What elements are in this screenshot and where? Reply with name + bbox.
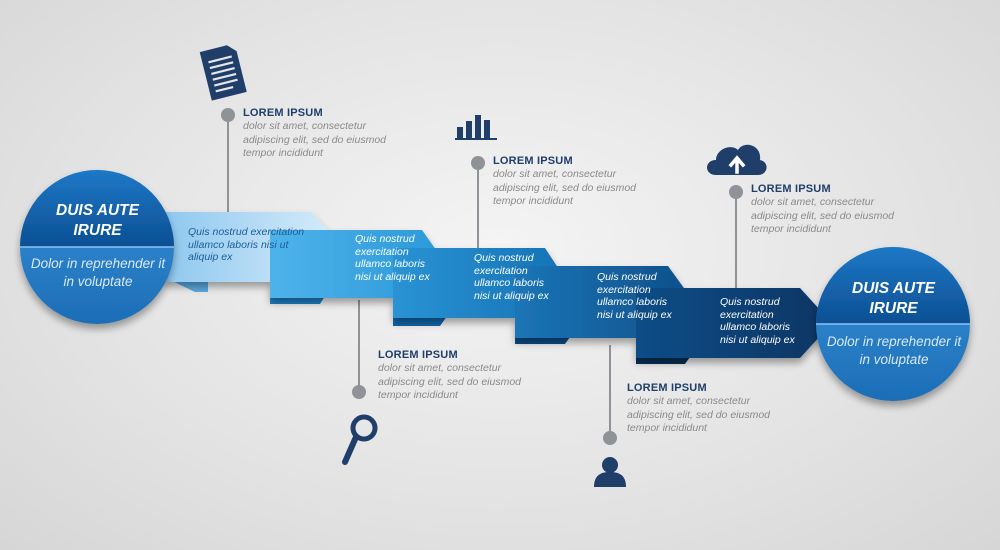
- connector-dot: [471, 156, 485, 170]
- step-5-text: Quis nostrud exercitation ullamco labori…: [720, 296, 795, 346]
- start-circle: [20, 170, 174, 324]
- callout-4-body: dolor sit amet, consectetur adipiscing e…: [378, 362, 522, 401]
- user-icon: [594, 457, 626, 487]
- step-3-text: Quis nostrud exercitation ullamco labori…: [474, 252, 549, 302]
- step-4-text: Quis nostrud exercitation ullamco labori…: [597, 271, 672, 321]
- callout-3-title: LOREM IPSUM: [751, 183, 831, 195]
- search-icon: [342, 414, 378, 465]
- callout-2-title: LOREM IPSUM: [493, 155, 573, 167]
- callout-3-body: dolor sit amet, consectetur adipiscing e…: [751, 196, 895, 235]
- end-circle-subtitle: Dolor in reprehender it in voluptate: [826, 334, 962, 367]
- step-2-text: Quis nostrud exercitation ullamco labori…: [355, 233, 430, 283]
- callout-5-title: LOREM IPSUM: [627, 382, 707, 394]
- connector-dot: [221, 108, 235, 122]
- callout-1-body: dolor sit amet, consectetur adipiscing e…: [243, 120, 387, 159]
- bar-chart-icon: [455, 115, 497, 140]
- step-1-text: Quis nostrud exercitation ullamco labori…: [188, 226, 305, 263]
- callout-5-body: dolor sit amet, consectetur adipiscing e…: [627, 395, 771, 434]
- start-circle-subtitle: Dolor in reprehender it in voluptate: [30, 256, 166, 289]
- connector-dot: [352, 385, 366, 399]
- end-circle: [816, 247, 970, 401]
- step-arrow-5: [636, 288, 832, 358]
- callout-2-body: dolor sit amet, consectetur adipiscing e…: [493, 168, 637, 207]
- start-circle-title: DUIS AUTE IRURE: [56, 202, 139, 239]
- callout-1-title: LOREM IPSUM: [243, 107, 323, 119]
- document-icon: [199, 45, 247, 101]
- connector-dot: [729, 185, 743, 199]
- connector-dot: [603, 431, 617, 445]
- callout-4-title: LOREM IPSUM: [378, 349, 458, 361]
- cloud-upload-icon: [707, 144, 767, 175]
- end-circle-title: DUIS AUTE IRURE: [852, 280, 935, 317]
- connectors: [221, 108, 743, 445]
